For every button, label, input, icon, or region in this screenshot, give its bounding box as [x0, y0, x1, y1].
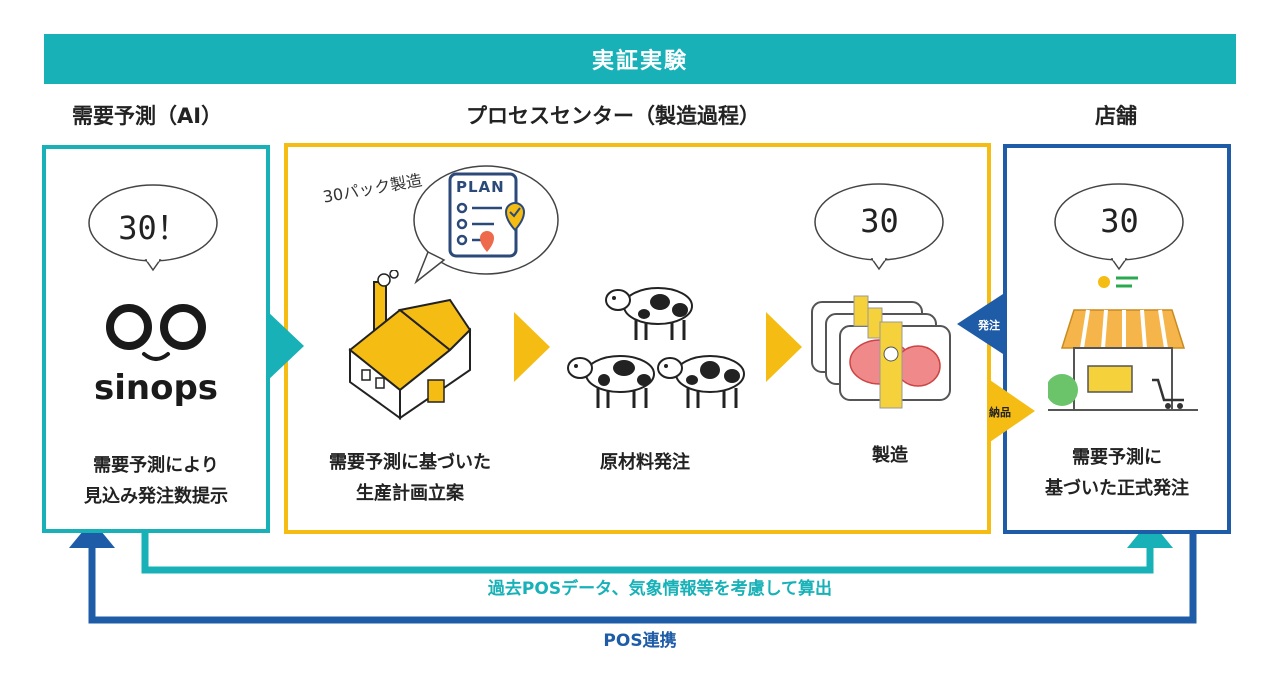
order-to-manufacture-arrow	[766, 312, 802, 382]
store-caption-line2: 基づいた正式発注	[1045, 478, 1189, 499]
teal-up-arrowhead	[1127, 520, 1173, 548]
cow-icon	[657, 355, 745, 408]
cow-icon	[605, 287, 693, 340]
order-arrow	[957, 294, 1003, 354]
ai-to-process-arrow	[266, 310, 304, 382]
store-section-title: 店舗	[1095, 104, 1137, 128]
pos-link-line	[88, 530, 1197, 624]
manufacture-bubble	[814, 183, 944, 271]
plan-step-line1: 需要予測に基づいた	[329, 452, 491, 473]
manufacture-bubble-text: 30	[860, 202, 899, 240]
store-bubble-text: 30	[1100, 202, 1139, 240]
ai-caption-line1: 需要予測により	[93, 455, 219, 476]
ai-caption-line2: 見込み発注数提示	[84, 486, 228, 507]
plan-to-order-arrow	[514, 312, 550, 382]
sinops-logo-icon	[106, 304, 206, 361]
banner-title: 実証実験	[44, 34, 1236, 84]
ai-bubble	[88, 184, 218, 272]
store-caption-line1: 需要予測に	[1072, 447, 1162, 468]
cow-icon	[567, 355, 655, 408]
meat-pack-icon	[811, 295, 951, 409]
store-bubble	[1054, 183, 1184, 271]
manufacture-step-caption: 製造	[872, 445, 908, 466]
plan-step-line2: 生産計画立案	[356, 483, 464, 504]
ai-bubble-text: 30！	[118, 209, 189, 247]
process-section-title: プロセスセンター（製造過程）	[466, 104, 760, 128]
delivery-arrow	[987, 378, 1035, 444]
plan-label: PLAN	[456, 178, 505, 196]
sinops-logo-text: sinops	[93, 368, 219, 408]
order-step-caption: 原材料発注	[600, 452, 690, 473]
pos-data-line	[141, 530, 1154, 574]
pos-link-label: POS連携	[603, 631, 677, 651]
plan-document-icon	[448, 172, 526, 258]
order-label: 発注	[978, 319, 1000, 332]
store-caption: 需要予測に 基づいた正式発注	[1007, 442, 1227, 504]
ai-caption: 需要予測により 見込み発注数提示	[46, 450, 266, 512]
store-icon	[1048, 276, 1198, 411]
plan-step-caption: 需要予測に基づいた 生産計画立案	[300, 447, 520, 509]
pos-data-label: 過去POSデータ、気象情報等を考慮して算出	[487, 579, 833, 599]
blue-up-arrowhead	[69, 520, 115, 548]
factory-icon	[348, 270, 472, 420]
delivery-label: 納品	[989, 406, 1011, 419]
ai-section-title: 需要予測（AI）	[72, 104, 223, 128]
